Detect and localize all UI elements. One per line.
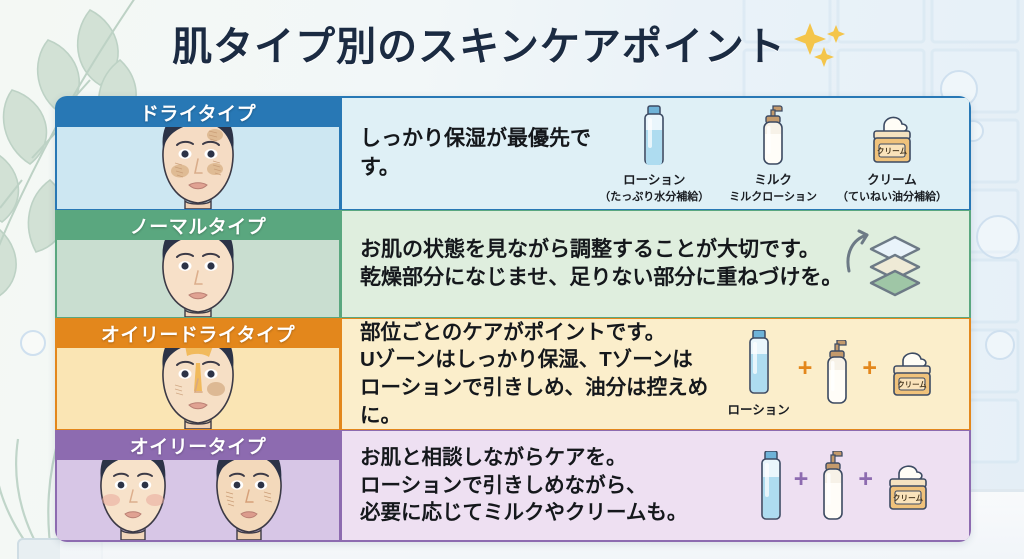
- product-group-dry: ローション （たっぷり水分補給） ミルク ミルクロ: [599, 104, 959, 204]
- product-group-oily: + +: [756, 450, 959, 521]
- plus-symbol: +: [797, 353, 813, 382]
- advice-panel-normal: お肌の状態を見ながら調整することが大切です。 乾燥部分になじませ、足りない部分に…: [339, 211, 969, 317]
- bubble-decoration: [976, 215, 1020, 259]
- sparkles-icon: [793, 23, 845, 67]
- row-header-normal: ノーマルタイプ: [57, 211, 339, 240]
- product-group-oily-dry: ローション + +: [728, 330, 959, 418]
- face-panel-oily-dry: オイリードライタイプ: [57, 319, 339, 429]
- product-subcaption: ミルクローション: [729, 190, 817, 203]
- row-header-dry: ドライタイプ: [57, 98, 339, 127]
- advice-text-oily-dry: 部位ごとのケアがポイントです。 Uゾーンはしっかり保湿、Tゾーンは ローションで…: [360, 320, 709, 427]
- bubble-decoration: [985, 330, 1015, 360]
- advice-text-dry: しっかり保湿が最優先です。: [360, 127, 591, 179]
- table-row: オイリードライタイプ: [55, 318, 971, 430]
- bubble-decoration: [20, 330, 46, 356]
- product-cream: クリーム クリーム （ていねい油分補給）: [837, 104, 947, 204]
- plus-symbol: +: [858, 465, 873, 493]
- cream-jar-icon: クリーム: [889, 464, 927, 510]
- plus-symbol: +: [793, 465, 809, 493]
- jar-label: クリーム: [877, 145, 908, 155]
- page-title: 肌タイプ別のスキンケアポイント: [172, 25, 786, 69]
- row-label-oily-dry: オイリードライタイプ: [100, 325, 296, 346]
- table-row: ノーマルタイプ: [55, 210, 971, 318]
- product-lotion: [756, 450, 786, 521]
- row-label-normal: ノーマルタイプ: [129, 217, 267, 238]
- page-title-row: 肌タイプ別のスキンケアポイント: [0, 14, 1024, 72]
- row-label-dry: ドライタイプ: [139, 104, 257, 125]
- advice-panel-oily-dry: 部位ごとのケアがポイントです。 Uゾーンはしっかり保湿、Tゾーンは ローションで…: [339, 319, 969, 429]
- product-subcaption: （たっぷり水分補給）: [599, 190, 710, 203]
- product-lotion: ローション: [728, 330, 790, 418]
- row-label-oily: オイリータイプ: [129, 437, 267, 458]
- row-header-oily: オイリータイプ: [57, 431, 339, 460]
- product-caption: ミルク: [754, 172, 792, 187]
- row-header-oily-dry: オイリードライタイプ: [57, 319, 339, 348]
- milk-pump-bottle-icon: [827, 339, 848, 404]
- product-caption: クリーム: [867, 172, 917, 187]
- cream-jar-icon: クリーム: [893, 351, 931, 396]
- lotion-bottle-icon: [748, 330, 769, 394]
- product-milk: ミルク ミルクローション: [729, 104, 817, 204]
- product-lotion: ローション （たっぷり水分補給）: [599, 104, 709, 204]
- face-panel-oily: オイリータイプ: [57, 431, 339, 540]
- milk-pump-bottle-icon: [763, 104, 783, 165]
- plus-symbol: +: [862, 353, 877, 382]
- product-milk: [820, 339, 854, 409]
- product-milk: [816, 450, 850, 521]
- product-caption: ローション: [727, 403, 790, 417]
- advice-panel-oily: お肌と相談しながらケアを。 ローションで引きしめながら、 必要に応じてミルクやク…: [339, 431, 969, 540]
- table-row: オイリータイプ: [55, 430, 971, 542]
- advice-text-normal: お肌の状態を見ながら調整することが大切です。 乾燥部分になじませ、足りない部分に…: [360, 237, 843, 289]
- stacked-layers-with-arrow-icon: [846, 229, 921, 297]
- product-cream: クリーム: [885, 347, 939, 402]
- cream-jar-icon: クリーム: [873, 116, 911, 163]
- skin-type-table: ドライタイプ: [55, 96, 971, 542]
- milk-pump-bottle-icon: [823, 450, 844, 520]
- lotion-bottle-icon: [760, 450, 781, 520]
- product-caption: ローション: [623, 172, 686, 187]
- face-panel-normal: ノーマルタイプ: [57, 211, 339, 317]
- lotion-bottle-icon: [644, 104, 665, 165]
- face-panel-dry: ドライタイプ: [57, 98, 339, 209]
- jar-label: クリーム: [897, 380, 927, 389]
- product-group-normal: [843, 227, 959, 301]
- advice-text-oily: お肌と相談しながらケアを。 ローションで引きしめながら、 必要に応じてミルクやク…: [360, 445, 688, 525]
- product-subcaption: （ていねい油分補給）: [837, 190, 947, 203]
- advice-panel-dry: しっかり保湿が最優先です。 ローション （たっぷり水分補給）: [339, 98, 969, 209]
- product-cream: クリーム: [881, 459, 935, 513]
- table-row: ドライタイプ: [55, 96, 971, 210]
- jar-label: クリーム: [893, 492, 924, 502]
